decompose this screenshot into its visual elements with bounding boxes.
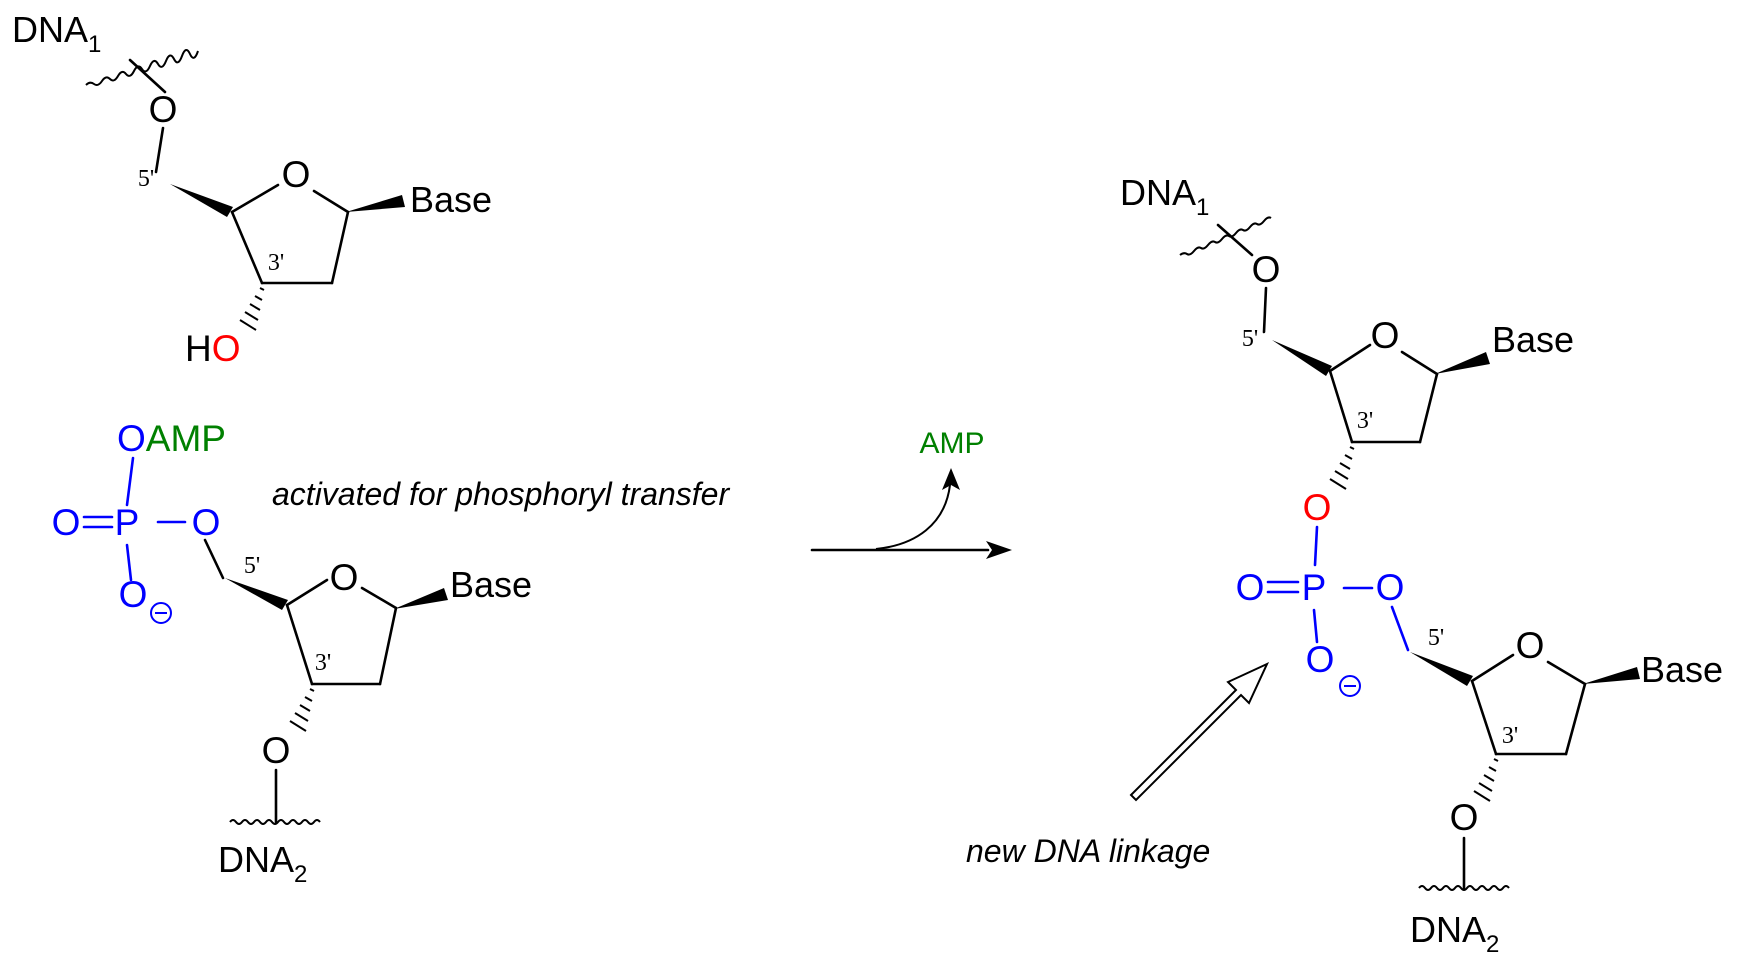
reaction-arrow: [810, 468, 1012, 559]
phosphorus-atom: P: [1302, 567, 1327, 608]
bond: [154, 126, 165, 174]
base-label: Base: [450, 564, 532, 605]
base-label: Base: [410, 179, 492, 220]
negative-charge-icon: [1339, 675, 1361, 697]
o3-atom: O: [262, 730, 291, 771]
base-label: Base: [1492, 319, 1574, 360]
wedge-bond: [394, 588, 448, 609]
ring-o-atom: O: [330, 557, 359, 598]
o3-atom: O: [1450, 797, 1479, 838]
c3-position-label: 3': [1357, 408, 1373, 434]
negative-charge-icon: [150, 602, 172, 624]
hydroxyl-group: HO: [185, 328, 241, 369]
phosphate-o-ester: O: [192, 502, 221, 543]
dna2-label: DNA2: [218, 839, 307, 888]
c5-position-label: 5': [244, 553, 260, 579]
hash-bond: [289, 688, 315, 732]
ligated-dna-product: DNA1 O 5' O Base 3' O O P O O: [1120, 172, 1723, 958]
c5-position-label: 5': [138, 166, 154, 192]
hash-bond: [1473, 758, 1499, 802]
o5-atom: O: [149, 89, 178, 130]
dna1-label: DNA1: [12, 9, 101, 58]
dna1-label: DNA1: [1120, 172, 1209, 221]
dna1-nucleotide-reactant: DNA1 O 5' O Base 3' HO: [12, 9, 492, 369]
bond: [1262, 286, 1268, 334]
o5-atom: O: [1252, 249, 1281, 290]
phosphorus-atom: P: [115, 502, 140, 543]
oamp-group: OAMP: [117, 418, 226, 459]
phosphate-o-double: O: [52, 502, 81, 543]
dna1-wavy-bond: [1179, 216, 1272, 256]
dna2-wavy-bond: [1418, 885, 1510, 891]
bond: [312, 189, 350, 214]
phosphate-o-ester: O: [1376, 567, 1405, 608]
bond: [203, 538, 225, 580]
wedge-bond: [1410, 652, 1473, 686]
hash-bond: [239, 287, 265, 331]
amp-byproduct-label: AMP: [919, 427, 984, 460]
c3-position-label: 3': [1502, 723, 1518, 749]
dna2-wavy-bond: [229, 819, 321, 825]
dna2-label: DNA2: [1410, 909, 1499, 958]
c3-position-label: 3': [315, 650, 331, 676]
c5-position-label: 5': [1242, 326, 1258, 352]
bond: [285, 578, 329, 607]
activation-caption: activated for phosphoryl transfer: [272, 476, 730, 512]
bond: [125, 456, 135, 507]
ring-o-atom: O: [1516, 625, 1545, 666]
new-linkage-caption: new DNA linkage: [966, 833, 1210, 869]
phosphate-o-minus: O: [1306, 639, 1335, 680]
bond: [330, 210, 350, 285]
phosphate-o-double: O: [1236, 567, 1265, 608]
bridging-o-atom: O: [1303, 487, 1332, 528]
bond: [230, 183, 280, 214]
bond: [1470, 679, 1498, 756]
bond: [1216, 223, 1254, 257]
wedge-bond: [225, 578, 288, 610]
bond: [1390, 605, 1410, 652]
wedge-bond: [1272, 340, 1332, 376]
c5-position-label: 5': [1428, 625, 1444, 651]
phosphate-o-minus: O: [119, 574, 148, 615]
wedge-bond: [346, 195, 405, 212]
bond: [1546, 660, 1587, 686]
bond: [128, 58, 167, 94]
bond: [1400, 350, 1439, 376]
bond: [360, 586, 398, 610]
bond: [285, 603, 314, 686]
bond: [125, 543, 133, 582]
adenylated-nucleotide-reactant: OAMP O P O O 5' O Base 3' O: [52, 418, 532, 888]
bond: [1328, 369, 1354, 444]
wedge-bond: [1435, 352, 1490, 374]
dna1-wavy-bond: [85, 49, 199, 86]
hash-bond: [1329, 446, 1355, 490]
bond: [230, 210, 264, 285]
wedge-bond: [170, 184, 233, 217]
wedge-bond: [1583, 667, 1640, 684]
bond: [1328, 343, 1372, 373]
bond: [1313, 525, 1319, 567]
bond: [1418, 372, 1439, 444]
bond: [378, 606, 398, 686]
bond: [1470, 653, 1515, 683]
c3-position-label: 3': [268, 250, 284, 276]
base-label: Base: [1641, 649, 1723, 690]
bond: [1564, 682, 1587, 756]
bond: [1312, 608, 1319, 644]
ring-o-atom: O: [1371, 315, 1400, 356]
new-linkage-arrow: [1129, 661, 1270, 802]
ring-o-atom: O: [282, 154, 311, 195]
